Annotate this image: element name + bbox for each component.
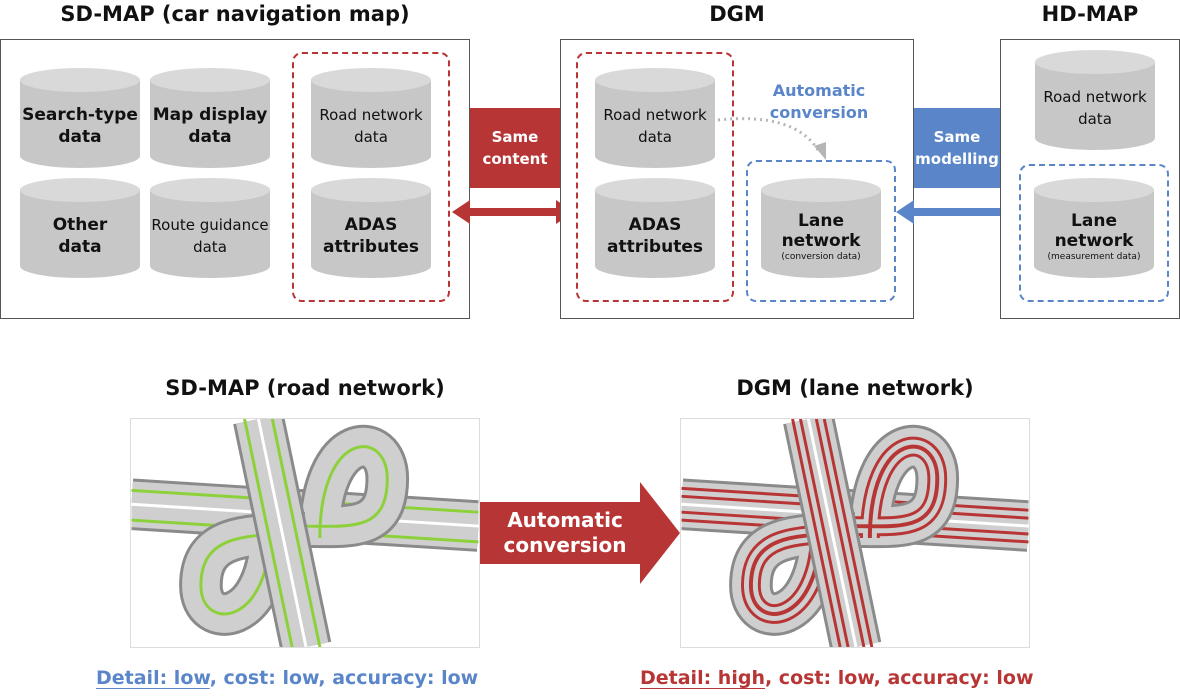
dgm-road-network-cylinder: Road network data (595, 68, 715, 168)
search-type-label-1: Search-type (22, 105, 138, 125)
sd-road-network-label-2: data (354, 128, 388, 146)
same-content-arrow (452, 200, 574, 224)
dgm-lane-label-2: network (781, 231, 861, 251)
sdmap-shared-group (292, 52, 450, 302)
other-label-2: data (58, 237, 102, 257)
dgm-lane-network-title: DGM (lane network) (736, 376, 974, 400)
automatic-conversion-arrow-label: Automatic conversion (480, 502, 650, 564)
dgm-rest-text: , cost: low, accuracy: low (764, 667, 1034, 689)
hd-road-network-label-2: data (1078, 110, 1112, 128)
dgm-lane-group (746, 160, 896, 302)
same-content-label: Same content (470, 108, 560, 188)
search-type-label-2: data (58, 127, 102, 147)
sd-adas-label-1: ADAS (344, 215, 398, 235)
auto-conversion-label: Automatic conversion (748, 80, 890, 124)
sd-metrics-caption: Detail: low, cost: low, accuracy: low (96, 667, 478, 689)
hd-lane-network-cylinder: Lane network (measurement data) (1034, 178, 1154, 278)
sd-detail-text: Detail: low (96, 667, 210, 689)
sd-road-network-title: SD-MAP (road network) (165, 376, 445, 400)
route-guidance-label-2: data (193, 238, 227, 256)
map-display-label-1: Map display (152, 105, 268, 125)
same-content-line-1: Same (491, 128, 539, 146)
dgm-lane-label-1: Lane (798, 211, 844, 231)
auto-conversion-line-1: Automatic (772, 81, 866, 100)
hdmap-title: HD-MAP (1041, 2, 1139, 26)
sd-adas-label-2: attributes (323, 237, 419, 257)
big-arrow-line-1: Automatic (507, 508, 623, 532)
hdmap-lane-group (1019, 164, 1169, 302)
hd-road-network-cylinder: Road network data (1035, 50, 1155, 150)
auto-conversion-line-2: conversion (769, 103, 869, 122)
same-modelling-line-1: Same (933, 128, 981, 146)
hd-lane-label-1: Lane (1071, 211, 1117, 231)
same-modelling-box (914, 108, 1000, 188)
map-display-label-2: data (188, 127, 232, 147)
dgm-lane-network-cylinder: Lane network (conversion data) (761, 178, 881, 278)
sd-road-network-cylinder: Road network data (311, 68, 431, 168)
hd-road-network-label-1: Road network (1043, 88, 1147, 106)
sd-road-network-map (130, 418, 480, 648)
dgm-road-network-label-2: data (638, 128, 672, 146)
dgm-road-network-label-1: Road network (603, 106, 707, 124)
big-arrow-line-2: conversion (503, 533, 627, 557)
same-modelling-label: Same modelling (914, 108, 1000, 188)
route-guidance-label-1: Route guidance (151, 216, 269, 234)
sdmap-title: SD-MAP (car navigation map) (60, 2, 410, 26)
dgm-lane-network-map (680, 418, 1030, 648)
sd-rest-text: , cost: low, accuracy: low (209, 667, 479, 689)
dgm-lane-label-3: (conversion data) (781, 252, 861, 262)
hd-lane-label-3: (measurement data) (1047, 252, 1141, 262)
dgm-title: DGM (709, 2, 765, 26)
sd-road-network-label-1: Road network (319, 106, 423, 124)
dgm-metrics-caption: Detail: high, cost: low, accuracy: low (640, 667, 1034, 689)
dgm-adas-label-2: attributes (607, 237, 703, 257)
hd-lane-label-2: network (1054, 231, 1134, 251)
same-content-line-2: content (482, 150, 548, 168)
dgm-detail-text: Detail: high (640, 667, 765, 689)
same-content-box (470, 108, 560, 188)
same-modelling-line-2: modelling (915, 150, 999, 168)
automatic-conversion-arrow (480, 482, 680, 584)
other-label-1: Other (52, 215, 108, 235)
auto-conversion-dotted-arrow (717, 117, 826, 160)
dgm-adas-label-1: ADAS (628, 215, 682, 235)
dgm-shared-group (576, 52, 734, 302)
route-guidance-cylinder: Route guidance data (150, 178, 270, 278)
